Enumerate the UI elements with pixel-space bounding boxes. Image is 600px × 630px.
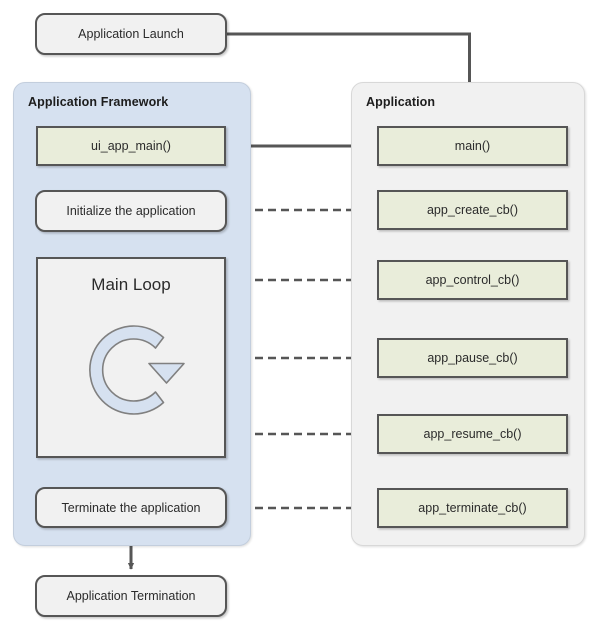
node-main[interactable]: main() [377,126,568,166]
node-terminate-the-application[interactable]: Terminate the application [35,487,227,528]
panel-title-application: Application [366,95,436,109]
main-loop-label: Main Loop [91,275,171,294]
node-initialize-the-application[interactable]: Initialize the application [35,190,227,232]
panel-title-application-framework: Application Framework [28,95,169,109]
node-application-termination[interactable]: Application Termination [35,575,227,617]
node-ui-app-main[interactable]: ui_app_main() [36,126,226,166]
node-app-create-cb[interactable]: app_create_cb() [377,190,568,230]
node-main-loop[interactable]: Main Loop [36,257,226,458]
node-app-pause-cb[interactable]: app_pause_cb() [377,338,568,378]
refresh-loop-icon [89,325,185,415]
node-app-terminate-cb[interactable]: app_terminate_cb() [377,488,568,528]
node-application-launch[interactable]: Application Launch [35,13,227,55]
node-app-control-cb[interactable]: app_control_cb() [377,260,568,300]
node-app-resume-cb[interactable]: app_resume_cb() [377,414,568,454]
